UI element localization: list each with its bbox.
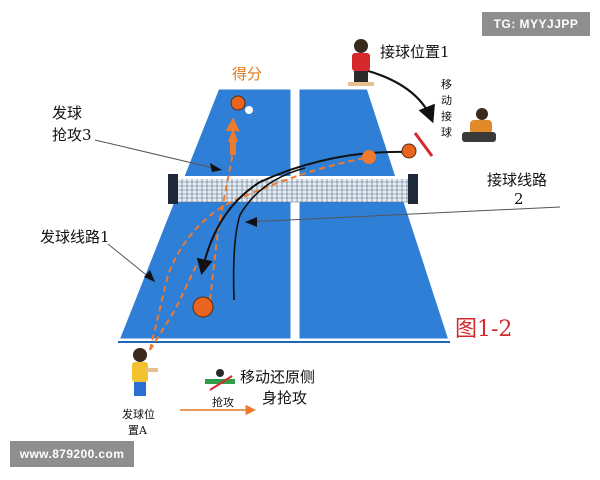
figure-number: 图1-2 <box>455 317 512 342</box>
score-up-arrow <box>228 128 238 142</box>
net <box>168 174 418 204</box>
receive-route-2-label-line1: 接球线路 <box>487 171 547 189</box>
table <box>115 86 453 343</box>
net-post-left <box>168 174 178 204</box>
attack-curve-line <box>232 167 306 301</box>
attack-sign-label: 抢攻 <box>212 395 234 409</box>
serve-position-a-label-line2: 置A <box>128 424 148 437</box>
server-player-icon <box>132 348 158 396</box>
pointer-receive-route-2 <box>244 206 561 223</box>
ball-score <box>230 95 246 111</box>
receiver-player-icon <box>348 39 374 86</box>
net-post-right <box>408 174 418 204</box>
moving-receiver-icon <box>462 108 496 142</box>
ball-receive <box>401 143 417 159</box>
move-receive-arrow <box>364 68 435 124</box>
score-label: 得分 <box>232 65 262 83</box>
svg-text:动: 动 <box>441 94 452 107</box>
svg-text:接: 接 <box>441 110 452 123</box>
receive-position-1-label: 接球位置1 <box>380 43 450 61</box>
svg-text:球: 球 <box>441 125 452 139</box>
serve-attack-3-label-line1: 发球 <box>52 104 82 122</box>
receive-route-2-label-line2: 2 <box>514 190 524 208</box>
receiver-paddle <box>413 132 434 157</box>
serve-position-a-label-line1: 发球位 <box>122 407 155 421</box>
attack-sign-icon <box>205 369 235 391</box>
move-receive-label: 移 动 接 球 <box>441 78 452 139</box>
serve-route-1-line <box>149 156 371 351</box>
ball-net <box>362 150 376 164</box>
telegram-watermark: TG: MYYJJPP <box>482 12 590 36</box>
move-return-side-label-line1: 移动还原侧 <box>240 368 315 386</box>
svg-text:移: 移 <box>441 78 452 91</box>
move-return-side-label-line2: 身抢攻 <box>262 389 307 407</box>
ball-score-white <box>245 106 253 114</box>
table-far-right-half <box>296 86 453 342</box>
table-far-left-half <box>115 86 294 342</box>
ball-landing <box>192 296 214 318</box>
url-watermark: www.879200.com <box>10 441 134 467</box>
serve-route-1-label: 发球线路1 <box>40 228 110 246</box>
serve-route-1-line-lower <box>149 261 199 351</box>
pointer-serve-attack-3 <box>94 139 223 171</box>
serve-attack-3-label-line2: 抢攻3 <box>52 126 92 144</box>
